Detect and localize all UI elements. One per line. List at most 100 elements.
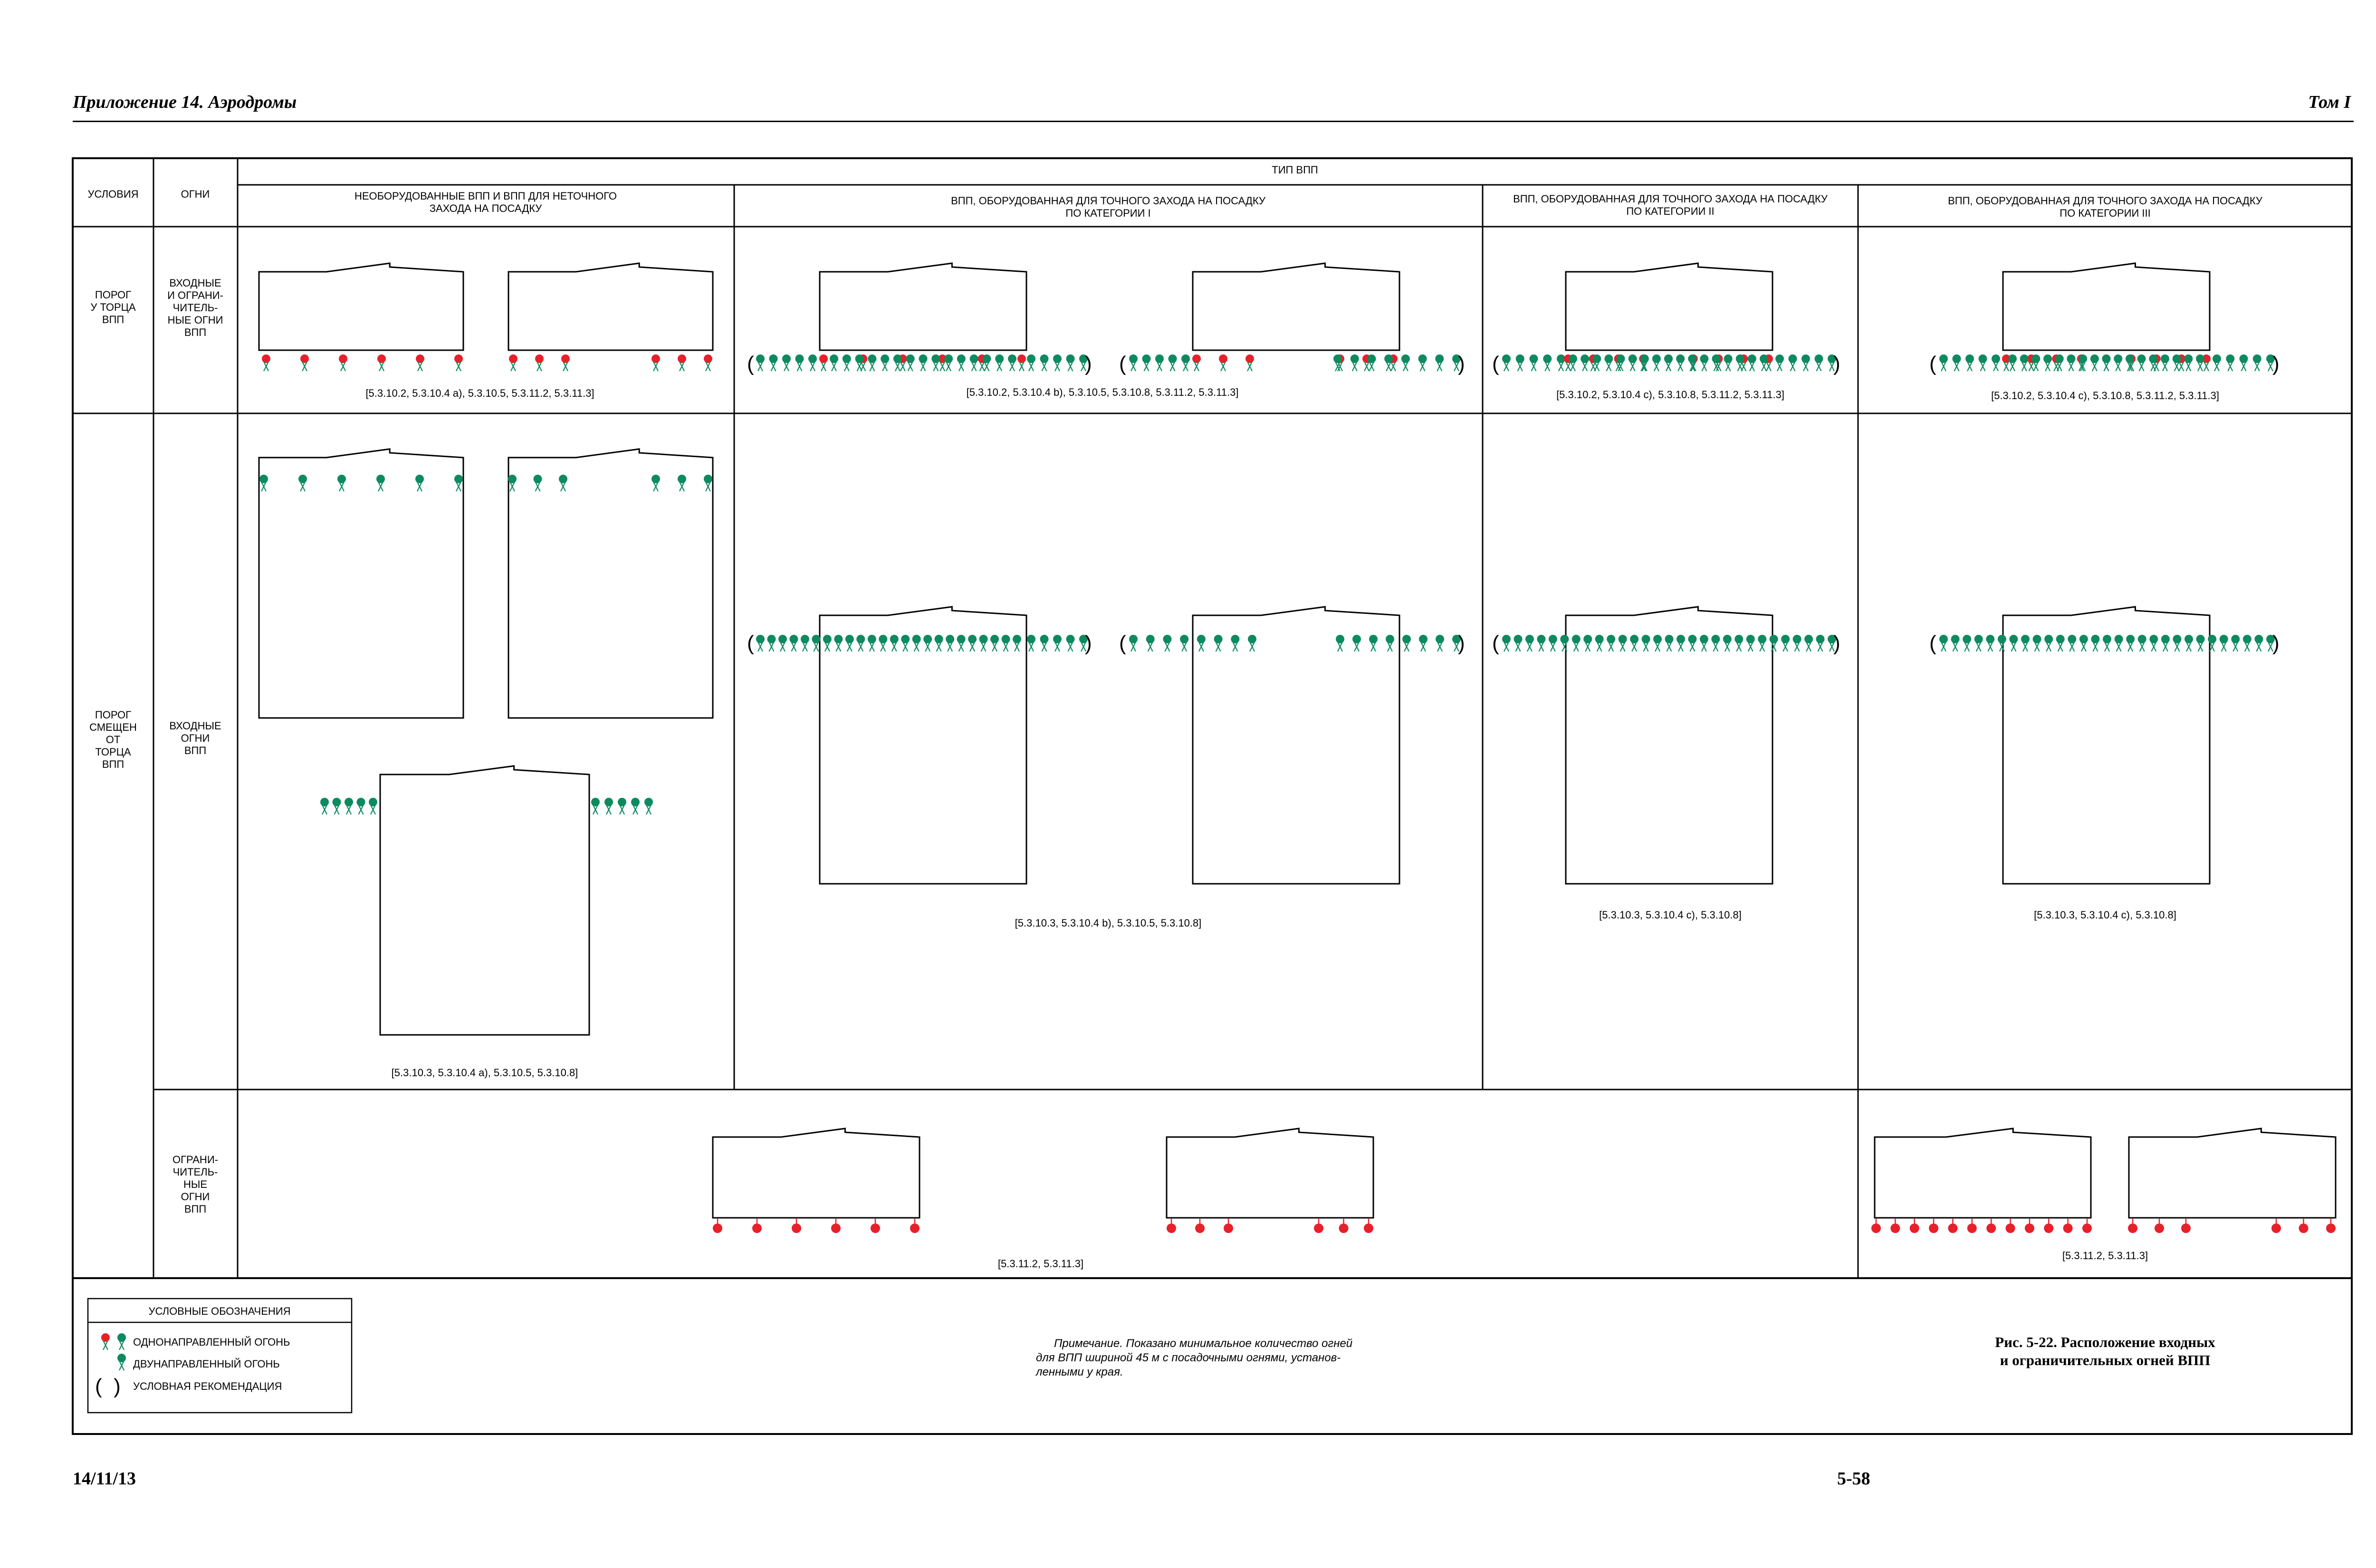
cond-threshold-end-1: ПОРОГ xyxy=(95,289,131,301)
runway-light xyxy=(368,797,378,815)
ref-r1c1: [5.3.10.2, 5.3.10.4 a), 5.3.10.5, 5.3.11… xyxy=(365,387,594,399)
runway-light xyxy=(1513,634,1523,652)
runway-light xyxy=(1418,634,1428,652)
runway-light xyxy=(703,354,713,372)
runway-light xyxy=(777,634,788,652)
runway-light xyxy=(1128,354,1139,372)
runway-light xyxy=(2043,1218,2054,1234)
runway-light xyxy=(1247,634,1257,652)
runway-light xyxy=(945,634,955,652)
runway-light xyxy=(2090,634,2100,652)
runway-light xyxy=(1338,1218,1349,1234)
runway-light xyxy=(651,474,661,492)
runway-light xyxy=(1128,634,1139,652)
figure-caption-1: Рис. 5-22. Расположение входных xyxy=(1995,1334,2215,1350)
runway-light xyxy=(297,474,308,492)
runway-light xyxy=(1909,1218,1920,1234)
runway-light xyxy=(356,797,366,815)
lights-thr-end-5: ВПП xyxy=(184,326,206,338)
runway-light xyxy=(880,354,890,372)
col-runway-type-label: ТИП ВПП xyxy=(1272,164,1318,176)
runway-light xyxy=(1952,354,1962,372)
runway-light xyxy=(1313,1218,1324,1234)
runway-light xyxy=(1604,354,1614,372)
runway-light xyxy=(1699,634,1709,652)
runway-light xyxy=(1815,634,1825,652)
runway-light xyxy=(1223,1218,1234,1234)
runway-light xyxy=(969,354,979,372)
runway-light xyxy=(2079,634,2089,652)
runway-light xyxy=(1628,354,1638,372)
runway-outline xyxy=(379,765,590,1036)
runway-light xyxy=(878,634,888,652)
runway-light xyxy=(834,634,843,652)
legend-green-light-icon xyxy=(116,1332,127,1351)
runway-light xyxy=(1788,354,1798,372)
conditional-paren: ( xyxy=(1119,631,1126,655)
runway-light xyxy=(2089,354,2099,372)
header-rule xyxy=(73,121,2354,122)
runway-light xyxy=(2254,634,2264,652)
runway-light xyxy=(967,634,977,652)
legend-unidirectional: ОДНОНАПРАВЛЕННЫЙ ОГОНЬ xyxy=(133,1336,290,1348)
runway-light xyxy=(338,354,348,372)
runway-light xyxy=(1154,354,1165,372)
runway-light xyxy=(1870,1218,1882,1234)
runway-light xyxy=(2154,1218,2165,1234)
type-3-line-1: ВПП, ОБОРУДОВАННАЯ ДЛЯ ТОЧНОГО ЗАХОДА НА… xyxy=(1513,193,1828,205)
runway-light xyxy=(1985,634,1995,652)
runway-light xyxy=(1400,354,1410,372)
runway-light xyxy=(1368,634,1379,652)
runway-light xyxy=(2024,1218,2035,1234)
runway-light xyxy=(261,354,271,372)
conditional-paren: ) xyxy=(1085,352,1092,375)
legend-conditional: УСЛОВНАЯ РЕКОМЕНДАЦИЯ xyxy=(133,1380,282,1392)
runway-light xyxy=(2005,1218,2016,1234)
runway-light xyxy=(844,634,854,652)
runway-light xyxy=(911,634,921,652)
runway-light xyxy=(2184,634,2194,652)
conditional-paren: ) xyxy=(2272,631,2280,655)
runway-light xyxy=(2219,634,2229,652)
runway-light xyxy=(1001,634,1011,652)
conditional-paren: ( xyxy=(1492,352,1499,375)
runway-light xyxy=(1026,354,1036,372)
runway-outline xyxy=(712,1128,920,1219)
runway-light xyxy=(1722,634,1732,652)
col-lights-label: ОГНИ xyxy=(181,188,210,200)
runway-light xyxy=(1583,634,1593,652)
runway-light xyxy=(755,354,766,372)
runway-outline xyxy=(258,262,464,351)
runway-light xyxy=(2127,1218,2138,1234)
runway-light xyxy=(1664,634,1674,652)
runway-light xyxy=(2160,354,2170,372)
runway-light xyxy=(1194,1218,1206,1234)
runway-light xyxy=(2044,634,2054,652)
runway-light xyxy=(1435,354,1445,372)
runway-light xyxy=(2239,354,2249,372)
cond-displaced-1: ПОРОГ xyxy=(95,709,131,721)
runway-light xyxy=(818,354,829,372)
legend-red-light-icon xyxy=(100,1332,111,1351)
runway-outline xyxy=(508,448,714,719)
runway-light xyxy=(1723,354,1733,372)
runway-light xyxy=(1039,354,1049,372)
runway-light xyxy=(1016,354,1027,372)
runway-light xyxy=(2020,634,2031,652)
conditional-paren: ( xyxy=(747,352,754,375)
runway-light xyxy=(768,354,778,372)
runway-light xyxy=(2102,634,2112,652)
runway-light xyxy=(332,797,342,815)
runway-light xyxy=(1145,634,1155,652)
runway-light xyxy=(414,474,425,492)
ref-r3b: [5.3.11.2, 5.3.11.3] xyxy=(2062,1250,2148,1262)
runway-light xyxy=(901,634,910,652)
runway-light xyxy=(2271,1218,2282,1234)
runway-light xyxy=(1974,634,1983,652)
runway-light xyxy=(1962,634,1972,652)
ref-r2c3: [5.3.10.3, 5.3.10.4 c), 5.3.10.8] xyxy=(1599,909,1742,921)
type-1-line-1: НЕОБОРУДОВАННЫЕ ВПП И ВПП ДЛЯ НЕТОЧНОГО xyxy=(354,190,617,202)
runway-light xyxy=(2149,634,2159,652)
runway-light xyxy=(842,354,852,372)
conditional-paren: ) xyxy=(1085,631,1092,655)
